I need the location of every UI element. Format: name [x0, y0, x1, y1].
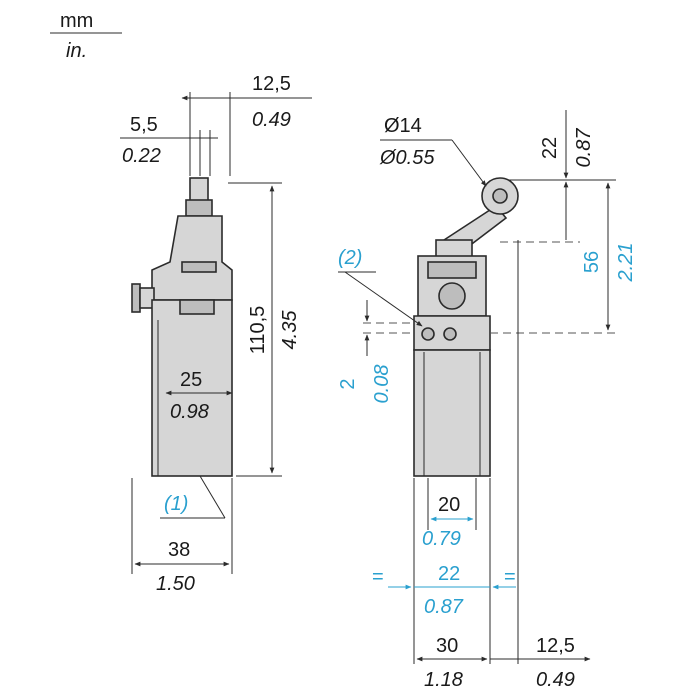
left-view: 12,5 0.49 5,5 0.22 110,5 4.35 25 0.98 (1…: [120, 73, 312, 595]
right-lever-height-in: 2.21: [615, 243, 637, 283]
right-body: [413, 349, 491, 477]
right-roller-hub: [492, 188, 508, 204]
left-top-width-in: 0.49: [252, 109, 291, 131]
right-callout-label: (2): [338, 247, 362, 269]
left-body: [151, 299, 233, 477]
right-callout-leader: [344, 271, 423, 327]
right-top-offset-in: 0.87: [573, 128, 595, 168]
right-head-shaft: [438, 282, 466, 310]
left-button: [139, 287, 155, 309]
left-body-top-detail: [179, 299, 215, 315]
left-plunger-collar: [185, 199, 213, 217]
right-head-detail: [427, 261, 477, 279]
left-button-cap: [131, 283, 141, 313]
right-roller-callout-leader: [451, 139, 487, 187]
right-equal-right: =: [504, 566, 516, 588]
left-height-in: 4.35: [279, 310, 301, 350]
right-roller-in: Ø0.55: [379, 147, 435, 169]
right-equal-left: =: [372, 566, 384, 588]
left-head-detail: [181, 261, 217, 273]
left-height-mm: 110,5: [247, 306, 269, 355]
unit-in: in.: [66, 40, 87, 62]
right-roller-mm: Ø14: [384, 115, 422, 137]
left-inner-width-in: 0.98: [170, 401, 209, 423]
right-lever-height-mm: 56: [581, 251, 603, 273]
left-width-in: 1.50: [156, 573, 195, 595]
right-hole-spacing-in: 0.79: [422, 528, 461, 550]
right-small-offset-mm: 2: [337, 378, 359, 389]
right-mount-hole-left: [421, 327, 435, 341]
left-head: [151, 215, 233, 301]
left-width-mm: 38: [168, 539, 190, 561]
unit-mm: mm: [60, 10, 93, 32]
left-plunger-mm: 5,5: [130, 114, 158, 136]
left-plunger-in: 0.22: [122, 145, 161, 167]
right-body-center-in: 0.87: [424, 596, 464, 618]
right-body-center-mm: 22: [438, 563, 460, 585]
right-side-offset-mm: 12,5: [536, 635, 575, 657]
left-callout-label: (1): [164, 493, 188, 515]
right-hole-spacing-mm: 20: [438, 494, 460, 516]
right-body-width-mm: 30: [436, 635, 458, 657]
right-top-offset-mm: 22: [539, 137, 561, 159]
right-mount-hole-center: [443, 327, 457, 341]
left-top-width-mm: 12,5: [252, 73, 291, 95]
right-small-offset-in: 0.08: [371, 365, 393, 404]
left-callout-leader: [199, 475, 226, 519]
left-inner-width-mm: 25: [180, 369, 202, 391]
right-body-width-in: 1.18: [424, 669, 463, 691]
right-view: Ø14 Ø0.55 22 0.87 56 2.21 (2) 2 0.08 20 …: [337, 110, 637, 691]
right-side-offset-in: 0.49: [536, 669, 575, 691]
